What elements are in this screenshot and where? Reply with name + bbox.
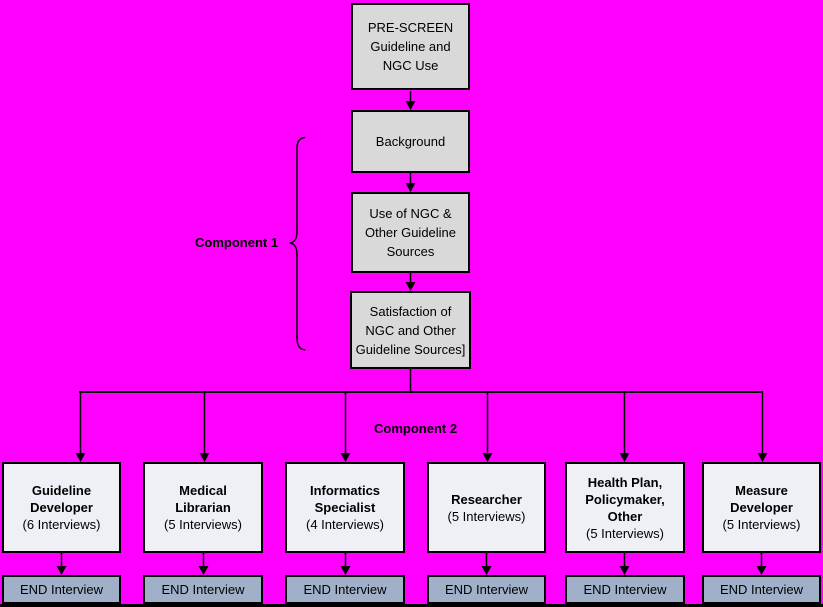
end-label: END Interview [19, 582, 104, 597]
end-box-measure-developer: END Interview [702, 575, 821, 604]
end-label: END Interview [161, 582, 245, 597]
role-interviews: (5 Interviews) [585, 525, 665, 541]
end-box-health-plan-policymaker-other: END Interview [565, 575, 685, 604]
satisfaction-box: Satisfaction of NGC and Other Guideline … [350, 291, 471, 369]
role-title: Informatics Specialist [309, 483, 381, 515]
main-stem [405, 91, 416, 393]
end-box-informatics-specialist: END Interview [285, 575, 405, 604]
role-box-informatics-specialist: Informatics Specialist (4 Interviews) [285, 462, 405, 553]
role-interviews: (5 Interviews) [722, 517, 801, 532]
end-box-researcher: END Interview [427, 575, 546, 604]
bottom-border-line [0, 604, 823, 607]
role-box-medical-librarian: Medical Librarian (5 Interviews) [143, 462, 263, 553]
arrowhead-to-satisfaction [405, 282, 416, 291]
end-label: END Interview [444, 582, 529, 597]
role-title: Guideline Developer [30, 483, 93, 515]
end-box-guideline-developer: END Interview [2, 575, 121, 604]
role-interviews: (6 Interviews) [22, 517, 101, 532]
role-box-researcher: Researcher (5 Interviews) [427, 462, 546, 553]
prescreen-box: PRE-SCREEN Guideline and NGC Use [351, 3, 470, 90]
arrowhead-to-use-of-ngc [405, 183, 416, 192]
component1-brace [289, 136, 306, 351]
role-interviews: (5 Interviews) [447, 508, 526, 524]
component2-label: Component 2 [374, 421, 458, 436]
role-title: Medical Librarian [175, 483, 231, 515]
end-box-medical-librarian: END Interview [143, 575, 263, 604]
component1-label: Component 1 [195, 235, 279, 250]
role-box-guideline-developer: Guideline Developer (6 Interviews) [2, 462, 121, 553]
role-box-measure-developer: Measure Developer (5 Interviews) [702, 462, 821, 553]
background-box: Background [351, 110, 470, 173]
role-interviews: (4 Interviews) [305, 517, 385, 532]
branch-drops [75, 392, 768, 462]
end-label: END Interview [583, 582, 667, 597]
end-drops [56, 553, 767, 575]
role-title: Health Plan, Policymaker, Other [585, 474, 665, 524]
arrowhead-to-background [405, 101, 416, 110]
use-of-ngc-box: Use of NGC & Other Guideline Sources [351, 192, 470, 273]
role-interviews: (5 Interviews) [163, 517, 243, 532]
role-title: Measure Developer [730, 483, 793, 515]
end-label: END Interview [303, 582, 387, 597]
end-label: END Interview [719, 582, 804, 597]
role-title: Researcher [451, 491, 522, 507]
role-box-health-plan-policymaker-other: Health Plan, Policymaker, Other (5 Inter… [565, 462, 685, 553]
